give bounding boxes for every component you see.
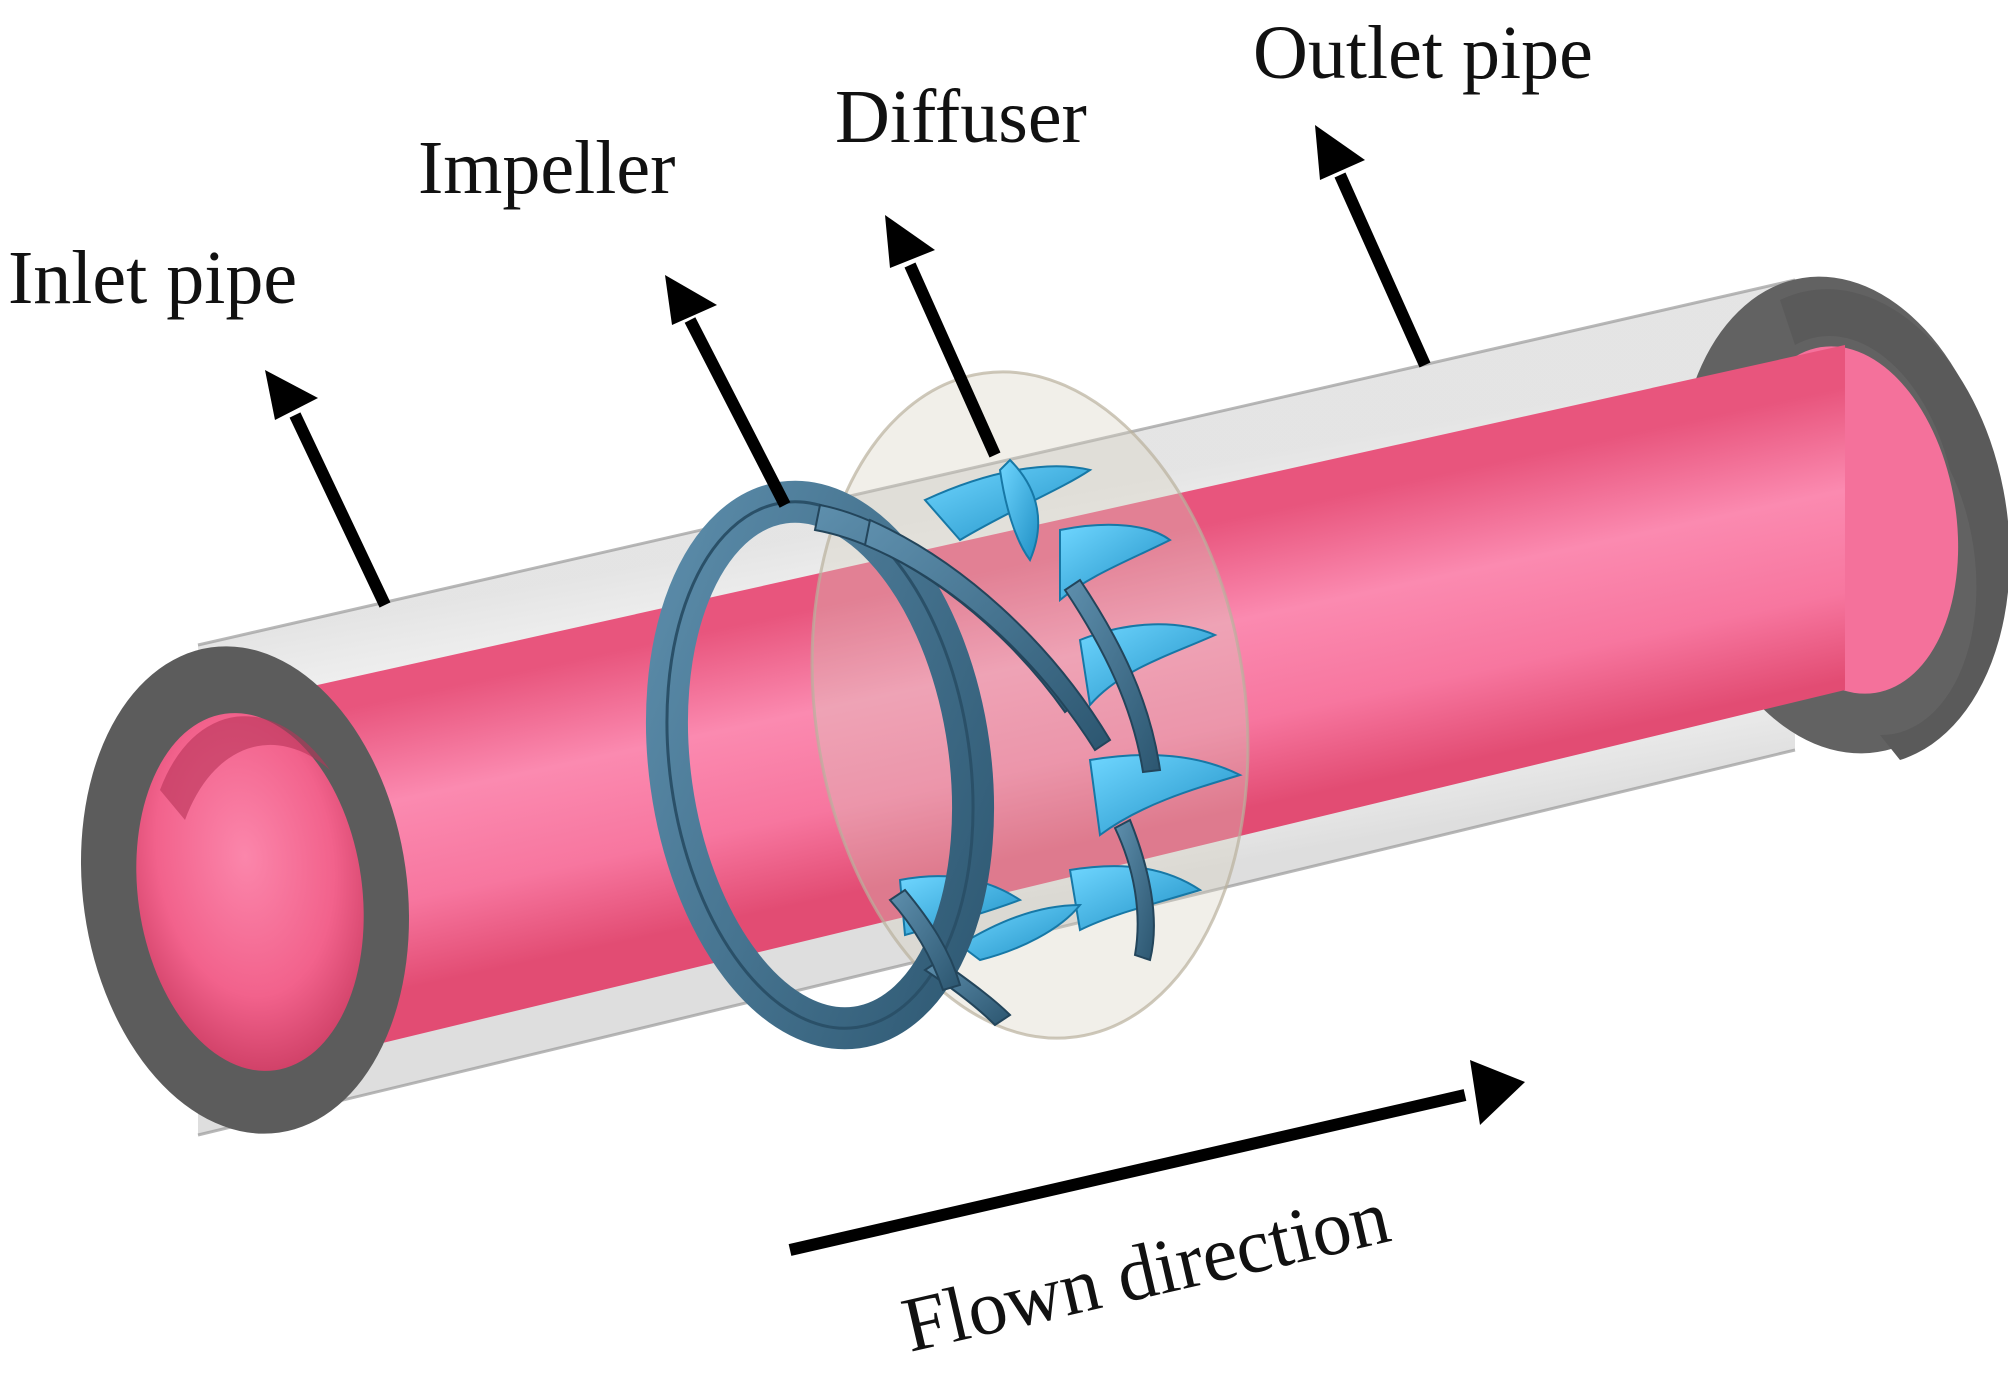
fluid-body xyxy=(250,345,1845,1075)
label-diffuser: Diffuser xyxy=(835,75,1087,159)
outlet-rim xyxy=(1780,289,2008,760)
outlet-arrow xyxy=(1315,125,1431,368)
impeller-arrow xyxy=(665,275,791,508)
inlet-arrow xyxy=(265,370,391,608)
impeller-blades xyxy=(813,503,1162,1027)
inlet-end-cap xyxy=(80,646,410,1134)
flow-direction-arrow xyxy=(788,1060,1525,1256)
leader-arrows xyxy=(265,125,1525,1256)
label-flow-direction: Flown direction xyxy=(894,1172,1397,1368)
label-inlet-pipe: Inlet pipe xyxy=(8,236,297,320)
label-impeller: Impeller xyxy=(418,126,675,210)
label-outlet-pipe: Outlet pipe xyxy=(1253,11,1593,95)
diffuser-arrow xyxy=(885,215,1001,458)
